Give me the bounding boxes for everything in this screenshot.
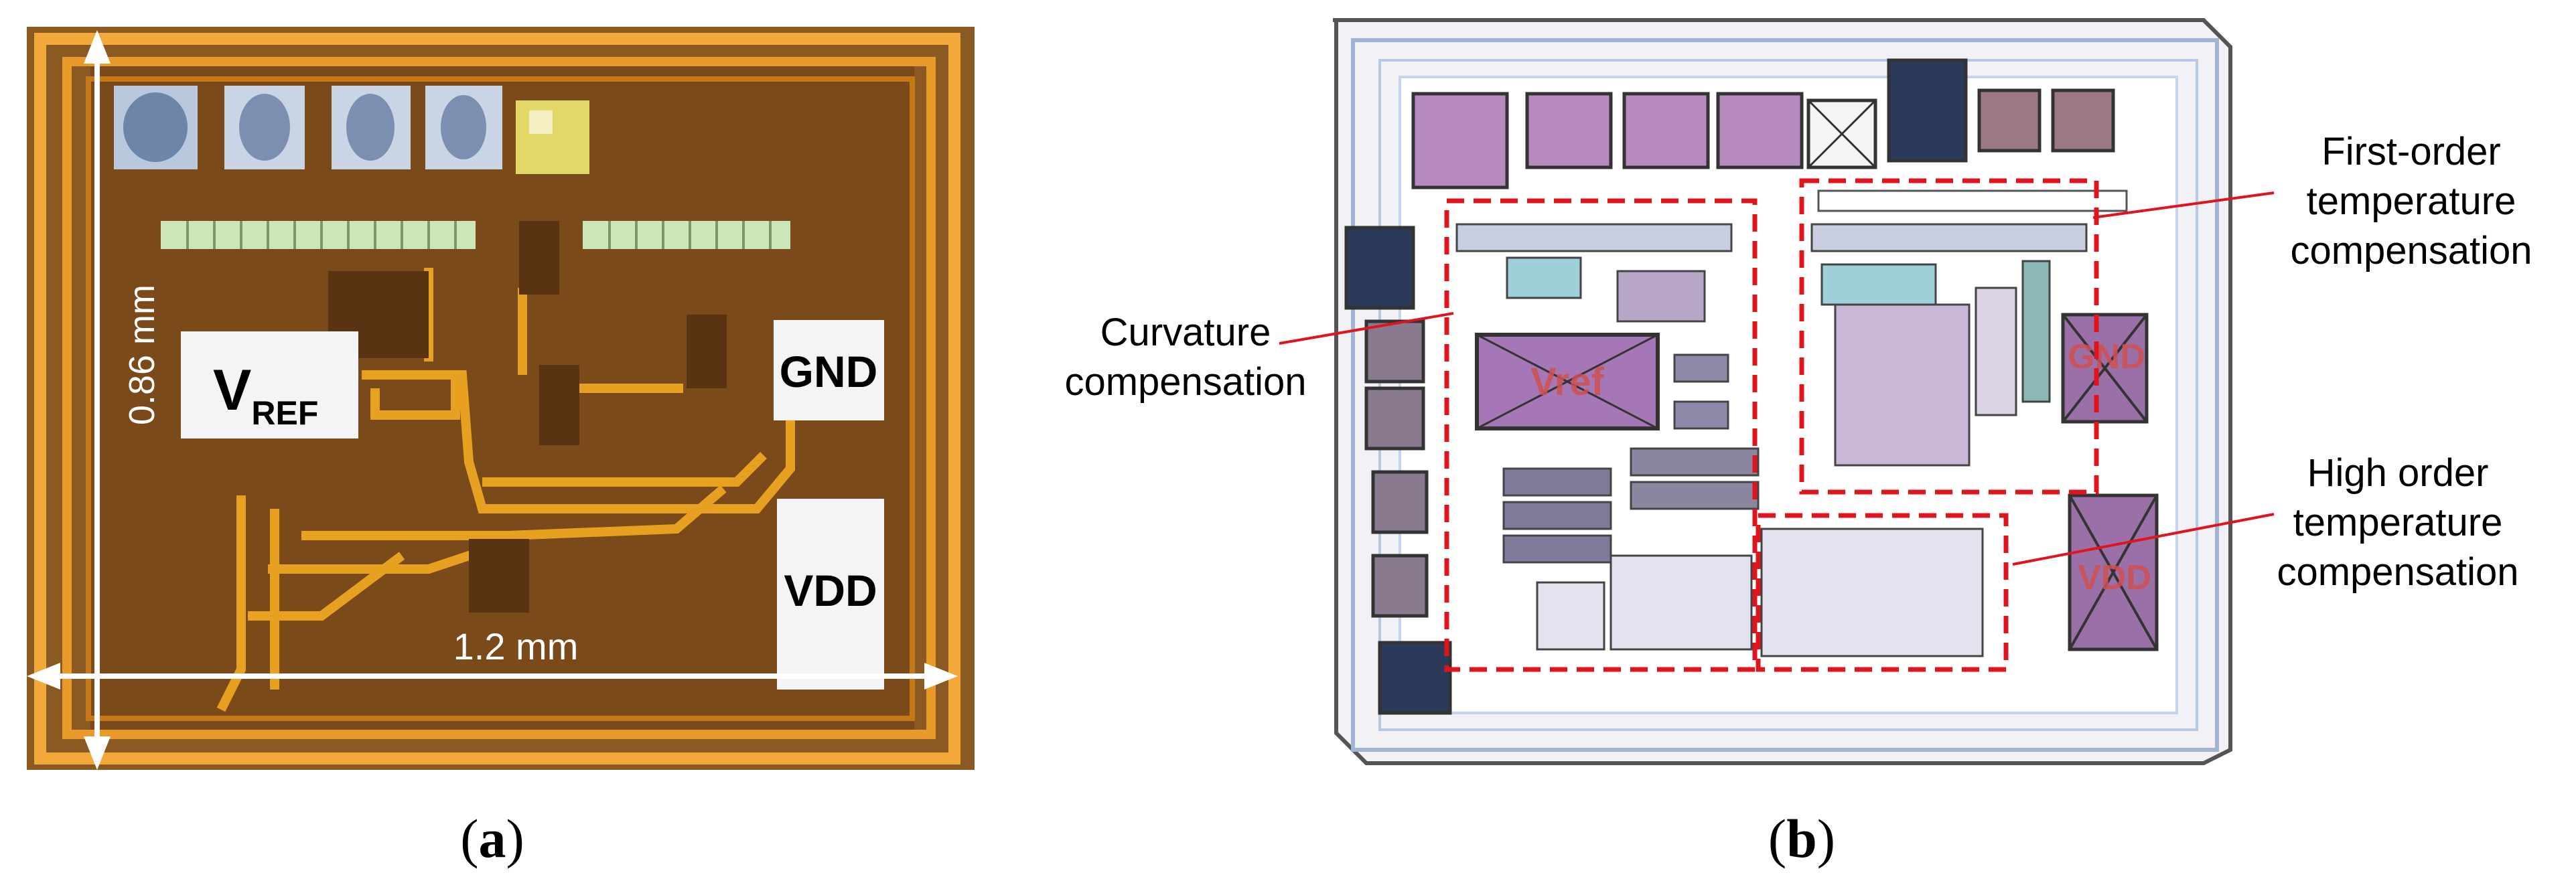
pad-vref (181, 331, 358, 438)
layout-view: Vref GND VDD (1279, 18, 2275, 765)
curvature-compensation-region (1444, 198, 1758, 672)
horizontal-dimension-label: 1.2 mm (453, 625, 579, 667)
first-order-line-2: temperature (2306, 179, 2516, 223)
layout-gnd-label: GND (2068, 337, 2145, 376)
pad-vdd-label: VDD (784, 566, 877, 615)
first-order-leader (2092, 191, 2275, 219)
pad-gnd (774, 320, 884, 420)
seal-ring-outer (34, 33, 960, 765)
high-order-compensation-region (1756, 513, 2009, 672)
pad-vref-label: VREF (213, 358, 318, 432)
layout-circuit-blocks (1455, 189, 2128, 657)
layout-vdd-label: VDD (2078, 558, 2151, 597)
high-order-line-1: High order (2307, 451, 2489, 495)
vertical-dimension-label: 0.86 mm (122, 285, 162, 425)
first-order-line-1: First-order (2321, 130, 2501, 173)
pad-vdd (777, 499, 884, 690)
first-order-annotation: First-order temperature compensation (2264, 127, 2559, 276)
vref-main: V (213, 358, 251, 422)
curvature-line-2: compensation (1064, 360, 1307, 404)
first-order-line-3: compensation (2290, 229, 2532, 272)
high-order-line-3: compensation (2277, 550, 2519, 594)
pad-gnd-label: GND (780, 347, 878, 396)
panel-b-open: ( (1768, 808, 1786, 869)
via-arrays (328, 221, 727, 613)
seal-ring-inner (86, 76, 915, 721)
panel-a-open: ( (460, 808, 478, 869)
panel-a-close: ) (506, 808, 524, 869)
panel-b-letter: b (1786, 808, 1817, 869)
vref-subscript: REF (251, 394, 318, 432)
curvature-leader (1279, 312, 1454, 345)
layout-vref-label: Vref (1530, 360, 1604, 404)
curvature-line-1: Curvature (1100, 311, 1271, 354)
layout-left-pads (1344, 226, 1452, 715)
resistor-arrays (161, 221, 790, 249)
curvature-annotation: Curvature compensation (1052, 308, 1319, 407)
panel-a-label: (a) (460, 808, 524, 869)
panel-a-letter: a (479, 808, 506, 869)
high-order-line-2: temperature (2293, 501, 2503, 544)
high-order-leader (2012, 513, 2275, 566)
first-order-compensation-region (1799, 178, 2099, 495)
high-order-annotation: High order temperature compensation (2250, 449, 2545, 597)
horizontal-dimension-arrow (27, 663, 958, 690)
vertical-dimension-arrow (84, 30, 111, 770)
top-probe-pads (114, 86, 589, 174)
panel-b-label: (b) (1768, 808, 1835, 869)
panel-b-close: ) (1817, 808, 1835, 869)
seal-ring-middle (62, 57, 936, 739)
